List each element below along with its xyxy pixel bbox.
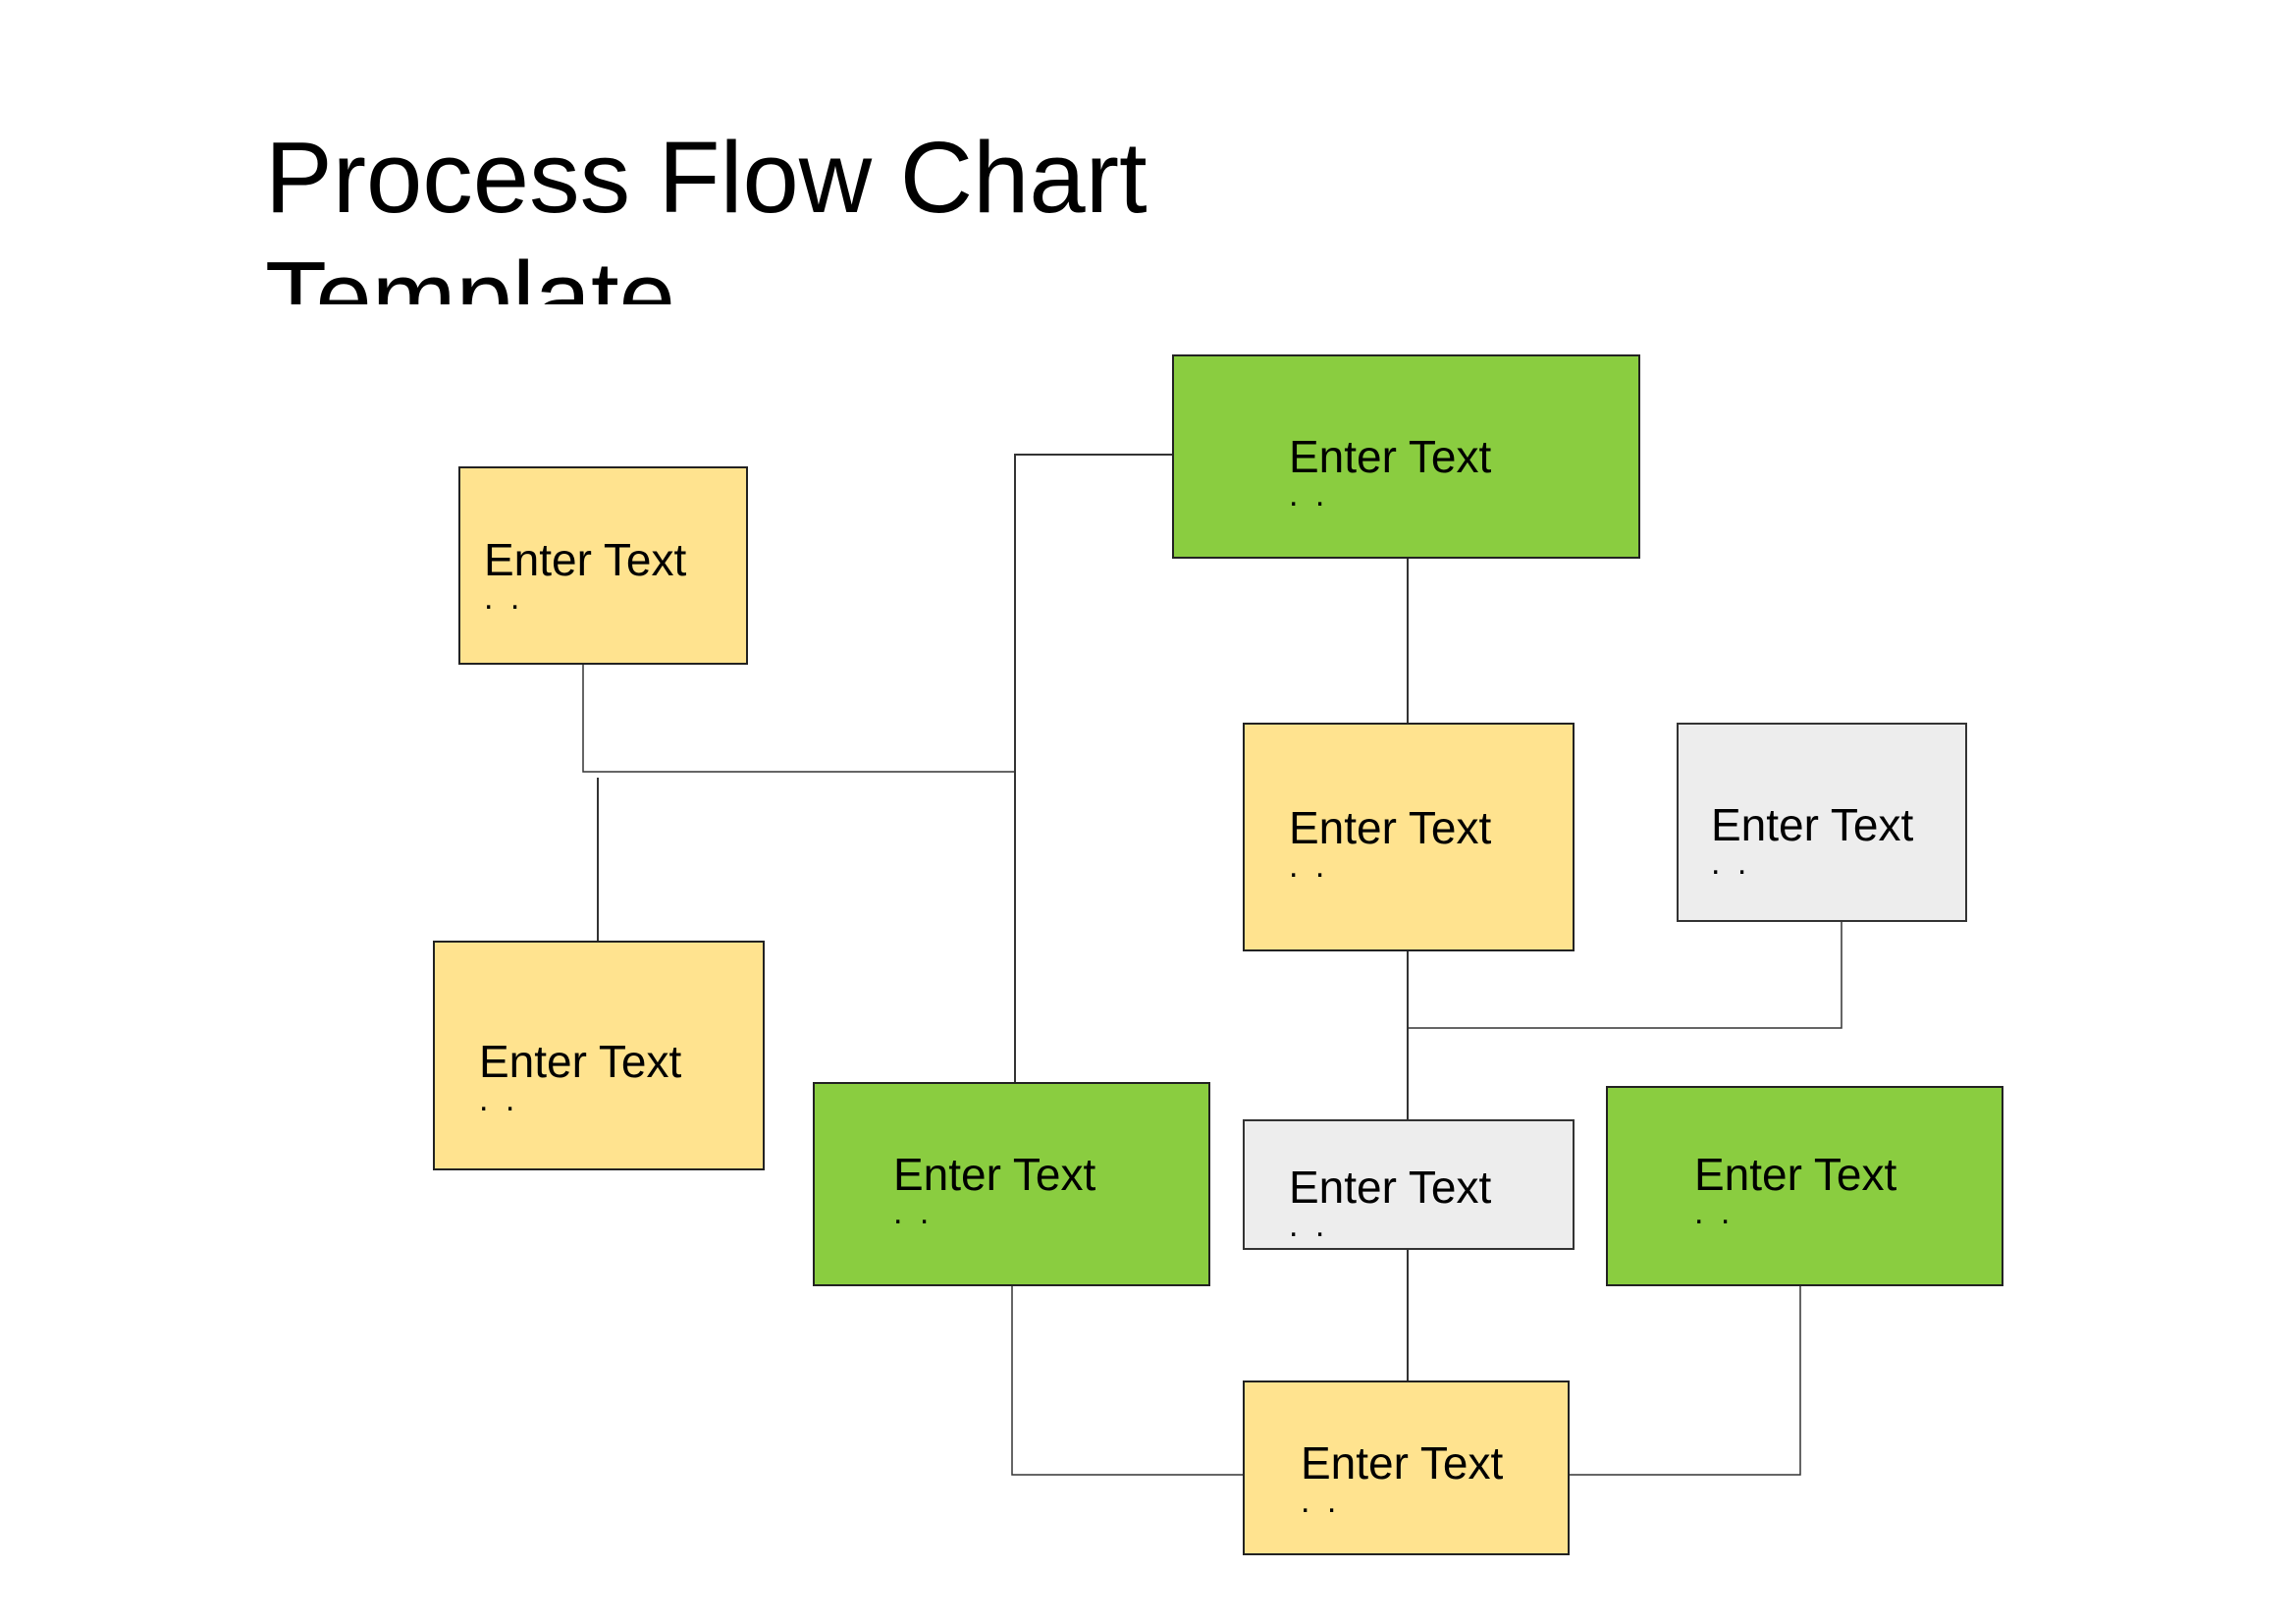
node-label: Enter Text [1289, 431, 1492, 482]
node-label: Enter Text [479, 1036, 682, 1087]
connector-node4-node9 [1011, 1285, 1243, 1476]
node-subtext: . . [1289, 1207, 1329, 1244]
node-subtext: . . [1289, 476, 1329, 514]
flow-node-1[interactable]: Enter Text . . [458, 466, 748, 665]
flow-node-9[interactable]: Enter Text . . [1243, 1380, 1570, 1555]
flow-node-7[interactable]: Enter Text . . [1243, 1119, 1575, 1250]
flow-node-2[interactable]: Enter Text . . [433, 941, 765, 1170]
node-subtext: . . [1711, 844, 1751, 882]
flow-node-3[interactable]: Enter Text . . [1172, 354, 1640, 559]
flow-node-6[interactable]: Enter Text . . [1677, 723, 1967, 922]
connector-node6-spine [1408, 921, 1842, 1029]
flow-node-4[interactable]: Enter Text . . [813, 1082, 1210, 1286]
node-label: Enter Text [1694, 1149, 1897, 1200]
node-subtext: . . [484, 579, 524, 617]
connector-node3-node4 [1014, 454, 1173, 1082]
node-label: Enter Text [1289, 1162, 1492, 1213]
connector-node8-node9 [1570, 1285, 1801, 1476]
node-subtext: . . [479, 1081, 519, 1118]
connector-node1-branch [582, 664, 1015, 773]
node-subtext: . . [1694, 1194, 1735, 1231]
flow-node-5[interactable]: Enter Text . . [1243, 723, 1575, 951]
node-subtext: . . [893, 1194, 934, 1231]
page-title: Process Flow Chart Template [265, 121, 1148, 304]
title-area: Process Flow Chart Template [265, 118, 1345, 304]
node-subtext: . . [1301, 1483, 1341, 1520]
node-label: Enter Text [1289, 802, 1492, 853]
node-subtext: . . [1289, 847, 1329, 885]
node-label: Enter Text [1711, 799, 1914, 850]
node-label: Enter Text [1301, 1437, 1504, 1489]
flow-node-8[interactable]: Enter Text . . [1606, 1086, 2003, 1286]
node-label: Enter Text [484, 534, 687, 585]
node-label: Enter Text [893, 1149, 1096, 1200]
